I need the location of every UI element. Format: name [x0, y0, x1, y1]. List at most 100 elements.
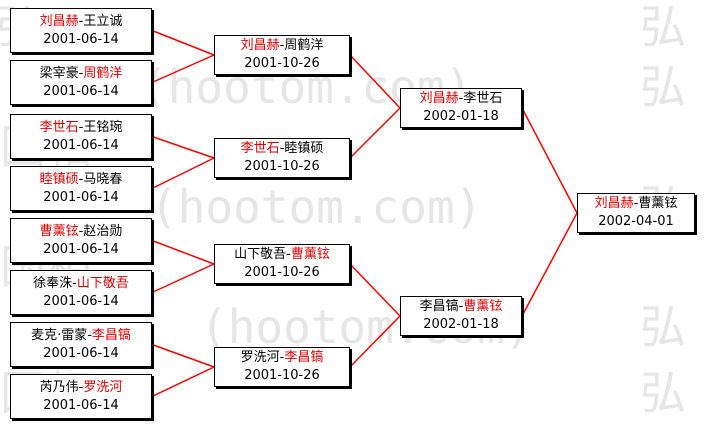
player-separator: -: [279, 141, 285, 156]
player-name: 睦镇硕: [284, 141, 324, 156]
player-separator: -: [87, 327, 92, 343]
player-name: 睦镇硕: [39, 171, 79, 187]
bracket-connector: [151, 343, 215, 368]
match-players: 睦镇硕-马晓春: [11, 171, 151, 189]
player-name: 李世石: [463, 91, 503, 106]
player-name: 刘昌赫: [39, 13, 79, 29]
player-name: 李昌镐: [284, 350, 324, 365]
player-name: 李世石: [240, 141, 280, 156]
bracket-connector: [151, 54, 215, 84]
match-players: 曹薰铉-赵治勋: [11, 223, 151, 241]
player-name: 曹薰铉: [39, 223, 79, 239]
match-players: 罗洗河-李昌镐: [215, 349, 349, 367]
player-name: 李世石: [39, 119, 79, 135]
match-players: 刘昌赫-李世石: [401, 90, 521, 108]
bracket-connector: [151, 263, 215, 294]
player-name: 曹薰铉: [463, 299, 503, 314]
player-separator: -: [633, 196, 639, 211]
match-players: 刘昌赫-曹薰铉: [578, 195, 694, 213]
player-name: 芮乃伟: [39, 379, 79, 395]
player-separator: -: [286, 247, 291, 262]
match-date: 2001-10-26: [244, 265, 320, 280]
player-name: 李昌镐: [91, 327, 131, 343]
match-players: 芮乃伟-罗洗河: [11, 379, 151, 397]
player-separator: -: [279, 350, 285, 365]
player-name: 罗洗河: [240, 350, 280, 365]
match-players: 山下敬吾-曹薰铉: [215, 246, 349, 264]
match-players: 李昌镐-曹薰铉: [401, 298, 521, 316]
player-separator: -: [78, 13, 84, 29]
player-name: 山下敬吾: [234, 247, 287, 262]
match-date: 2002-04-01: [598, 214, 674, 229]
player-separator: -: [72, 275, 77, 291]
player-name: 周鹤洋: [83, 65, 123, 81]
player-name: 王立诚: [83, 13, 123, 29]
player-name: 王铭琬: [83, 119, 123, 135]
match-date: 2001-06-14: [43, 241, 119, 257]
bracket-connector: [349, 315, 401, 368]
player-name: 徐奉洙: [33, 275, 73, 291]
player-name: 曹薰铉: [290, 247, 330, 262]
match-date: 2001-06-14: [43, 345, 119, 361]
player-name: 刘昌赫: [419, 91, 459, 106]
match-players: 李世石-王铭琬: [11, 119, 151, 137]
player-separator: -: [458, 299, 464, 314]
player-name: 山下敬吾: [76, 275, 129, 291]
match-date: 2001-06-14: [43, 293, 119, 309]
player-name: 曹薰铉: [638, 196, 678, 211]
player-name: 刘昌赫: [240, 38, 280, 53]
bracket-connector: [521, 212, 578, 317]
match-date: 2001-06-14: [43, 189, 119, 205]
match-date: 2001-06-14: [43, 83, 119, 99]
match-date: 2002-01-18: [423, 109, 499, 124]
match-date: 2001-06-14: [43, 31, 119, 47]
bracket-connector: [151, 157, 215, 190]
player-name: 周鹤洋: [284, 38, 324, 53]
player-name: 麦克·雷蒙: [31, 327, 88, 343]
bracket-connector: [151, 135, 215, 159]
player-separator: -: [78, 223, 84, 239]
match-date: 2001-06-14: [43, 137, 119, 153]
player-separator: -: [279, 38, 285, 53]
player-separator: -: [78, 379, 84, 395]
bracket-connector: [349, 107, 401, 159]
bracket-connector: [349, 54, 401, 109]
bracket-connector: [349, 263, 401, 317]
match-players: 刘昌赫-周鹤洋: [215, 37, 349, 55]
bracket-connector: [151, 239, 215, 265]
player-name: 刘昌赫: [594, 196, 634, 211]
player-separator: -: [78, 119, 84, 135]
match-players: 麦克·雷蒙-李昌镐: [11, 327, 151, 345]
match-players: 李世石-睦镇硕: [215, 140, 349, 158]
match-players: 刘昌赫-王立诚: [11, 13, 151, 31]
match-date: 2001-10-26: [244, 368, 320, 383]
match-date: 2001-06-14: [43, 397, 119, 413]
player-name: 梁宰豪: [39, 65, 79, 81]
match-players: 徐奉洙-山下敬吾: [11, 275, 151, 293]
player-name: 李昌镐: [419, 299, 459, 314]
bracket-connector: [151, 366, 215, 398]
player-separator: -: [458, 91, 464, 106]
match-date: 2001-10-26: [244, 159, 320, 174]
match-players: 梁宰豪-周鹤洋: [11, 65, 151, 83]
match-date: 2002-01-18: [423, 317, 499, 332]
player-name: 赵治勋: [83, 223, 123, 239]
player-name: 罗洗河: [83, 379, 123, 395]
player-name: 马晓春: [83, 171, 123, 187]
